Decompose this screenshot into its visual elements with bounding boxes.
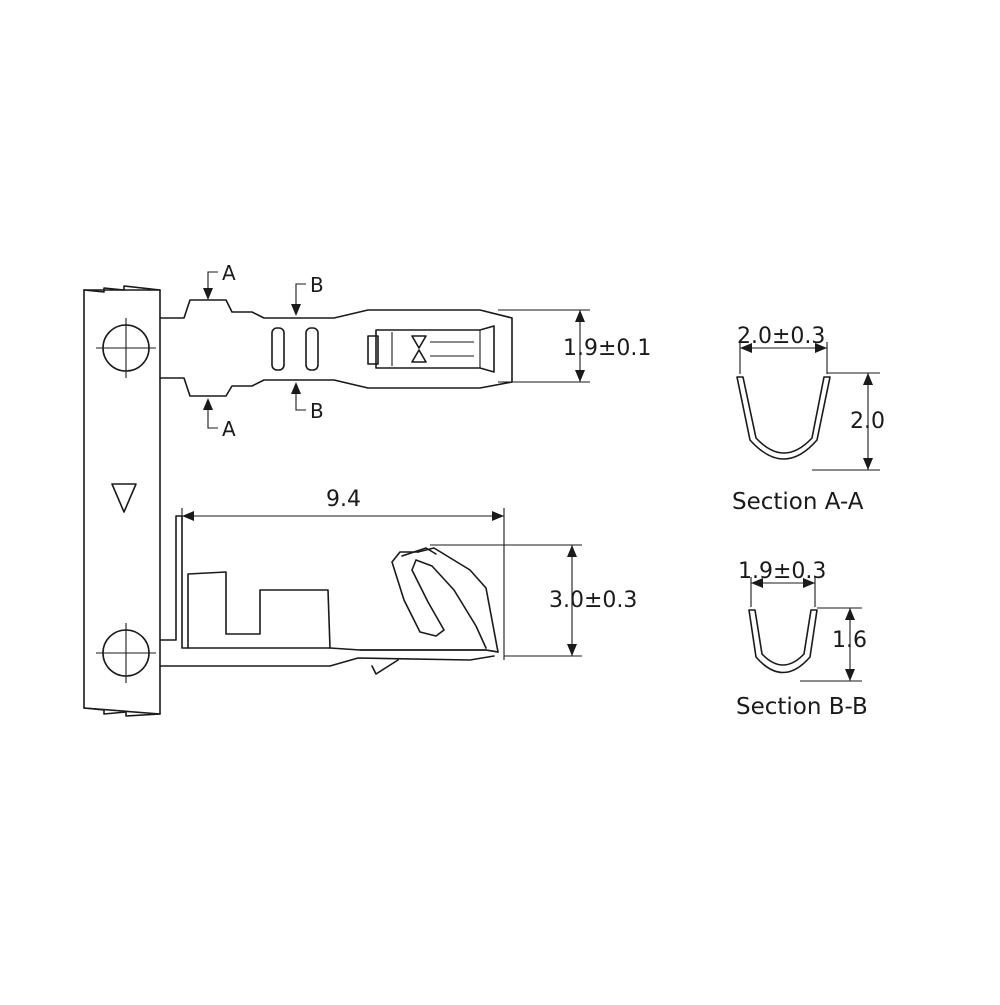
pilot-hole-bottom [96,623,156,683]
terminal-side-view [159,515,499,675]
pilot-hole-top [96,318,156,378]
dimension-section-b-height: 1.6 [800,607,867,682]
section-b-label-bottom: B [310,399,324,423]
section-b-marker-bottom: B [291,382,324,423]
section-b-label-top: B [310,273,324,297]
carrier-strip [83,285,161,717]
section-b-b-profile [748,609,818,674]
dimension-section-a-height-label: 2.0 [850,409,885,434]
dimension-top-view-width: 1.9±0.1 [498,309,651,383]
dimension-section-a-width: 2.0±0.3 [737,324,828,374]
section-b-caption: Section B-B [736,694,868,720]
section-a-marker-top: A [203,261,236,300]
terminal-top-view [159,299,513,397]
dimension-section-a-width-label: 2.0±0.3 [737,324,825,349]
dimension-section-b-width-label: 1.9±0.3 [738,559,826,584]
dimension-section-b-width: 1.9±0.3 [738,559,826,607]
section-a-label-top: A [222,261,236,285]
dimension-top-view-width-label: 1.9±0.1 [563,336,651,361]
section-b-marker-top: B [291,273,324,316]
section-a-label-bottom: A [222,417,236,441]
dimension-side-view-height-label: 3.0±0.3 [549,588,637,613]
direction-triangle-icon [111,483,137,513]
dimension-side-view-length-label: 9.4 [326,487,361,512]
section-a-marker-bottom: A [203,398,236,441]
dimension-section-b-height-label: 1.6 [832,628,867,653]
dimension-side-view-height: 3.0±0.3 [430,544,637,657]
section-a-a-profile [736,376,831,460]
dimension-section-a-height: 2.0 [812,372,885,471]
dimension-side-view-length: 9.4 [181,487,505,660]
section-a-caption: Section A-A [732,489,864,515]
